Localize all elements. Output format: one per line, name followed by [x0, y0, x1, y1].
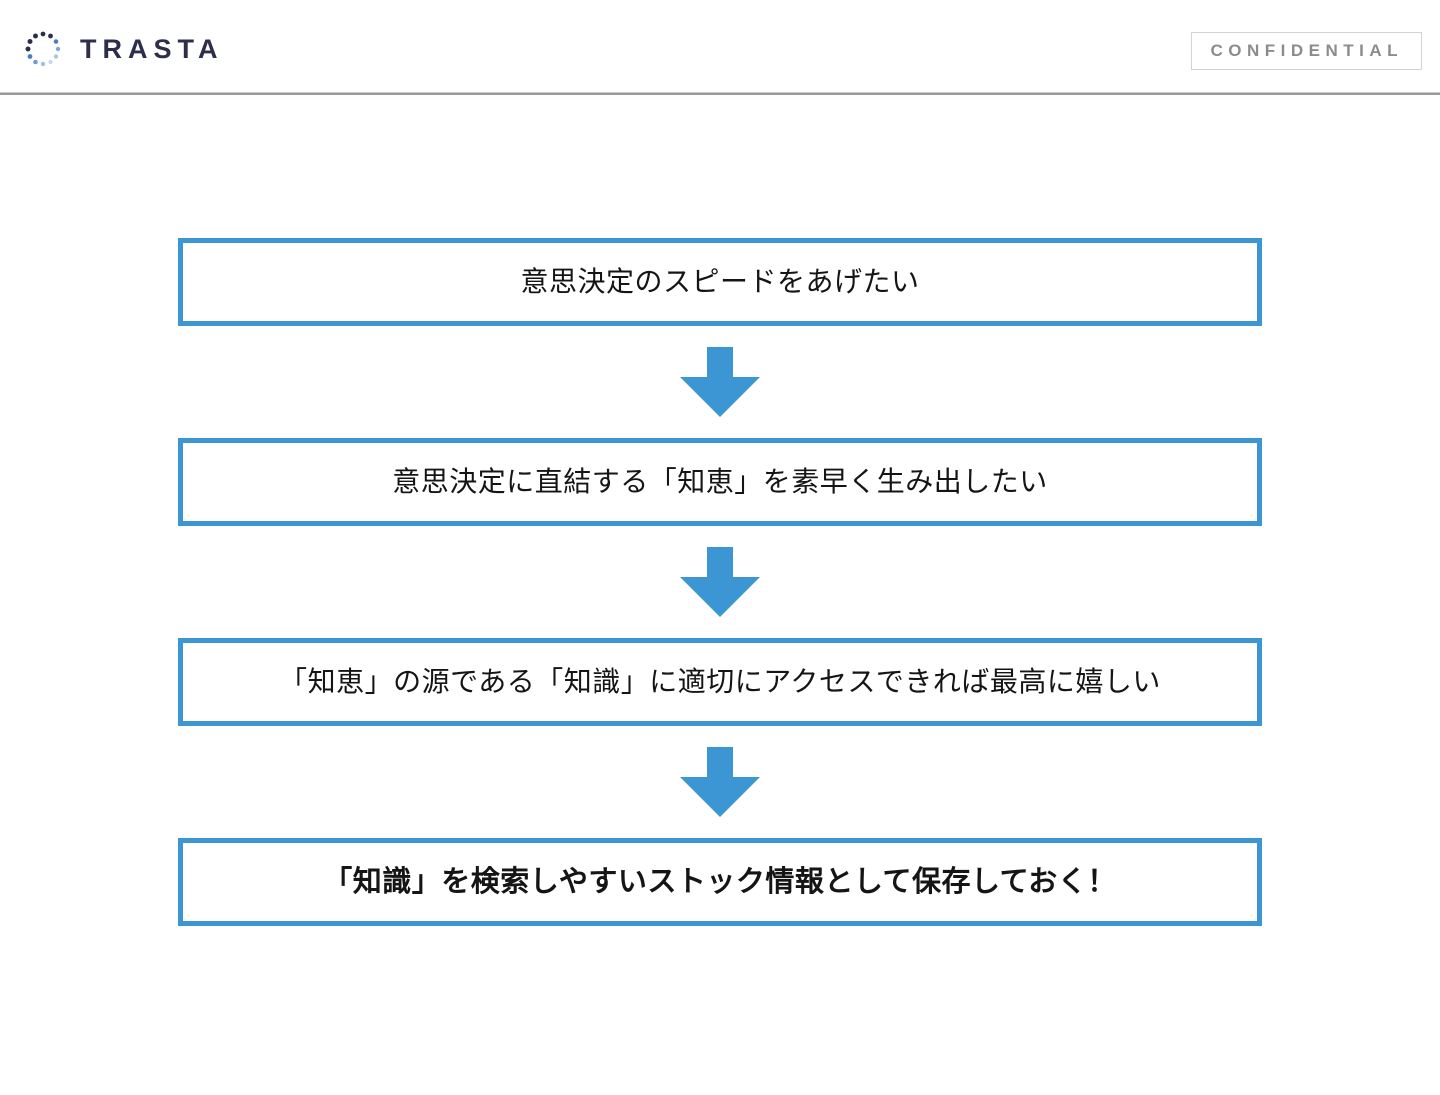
- arrow-down-icon: [680, 347, 760, 417]
- flow-connector: [178, 526, 1262, 638]
- header-divider: [0, 92, 1440, 95]
- flow-step-text: 「知識」を検索しやすいストック情報として保存しておく！: [323, 865, 1117, 898]
- arrow-down-icon: [680, 547, 760, 617]
- flow-connector: [178, 726, 1262, 838]
- flow-step-text: 「知恵」の源である「知識」に適切にアクセスできれば最高に嬉しい: [279, 666, 1161, 698]
- flow-diagram: 意思決定のスピードをあげたい 意思決定に直結する「知恵」を素早く生み出したい 「…: [178, 238, 1262, 926]
- confidential-badge: CONFIDENTIAL: [1191, 32, 1422, 70]
- confidential-label: CONFIDENTIAL: [1210, 41, 1403, 60]
- flow-step-box: 「知恵」の源である「知識」に適切にアクセスできれば最高に嬉しい: [178, 638, 1262, 726]
- flow-connector: [178, 326, 1262, 438]
- flow-step-box: 意思決定に直結する「知恵」を素早く生み出したい: [178, 438, 1262, 526]
- brand-logo: TRASTA: [22, 28, 224, 70]
- brand-wordmark: TRASTA: [80, 33, 224, 64]
- flow-step-box-conclusion: 「知識」を検索しやすいストック情報として保存しておく！: [178, 838, 1262, 926]
- flow-step-box: 意思決定のスピードをあげたい: [178, 238, 1262, 326]
- flow-step-text: 意思決定のスピードをあげたい: [520, 266, 920, 298]
- arrow-down-icon: [680, 747, 760, 817]
- slide-header: TRASTA CONFIDENTIAL: [0, 0, 1440, 95]
- flow-step-text: 意思決定に直結する「知恵」を素早く生み出したい: [392, 466, 1048, 498]
- dotted-ring-icon: [22, 28, 64, 70]
